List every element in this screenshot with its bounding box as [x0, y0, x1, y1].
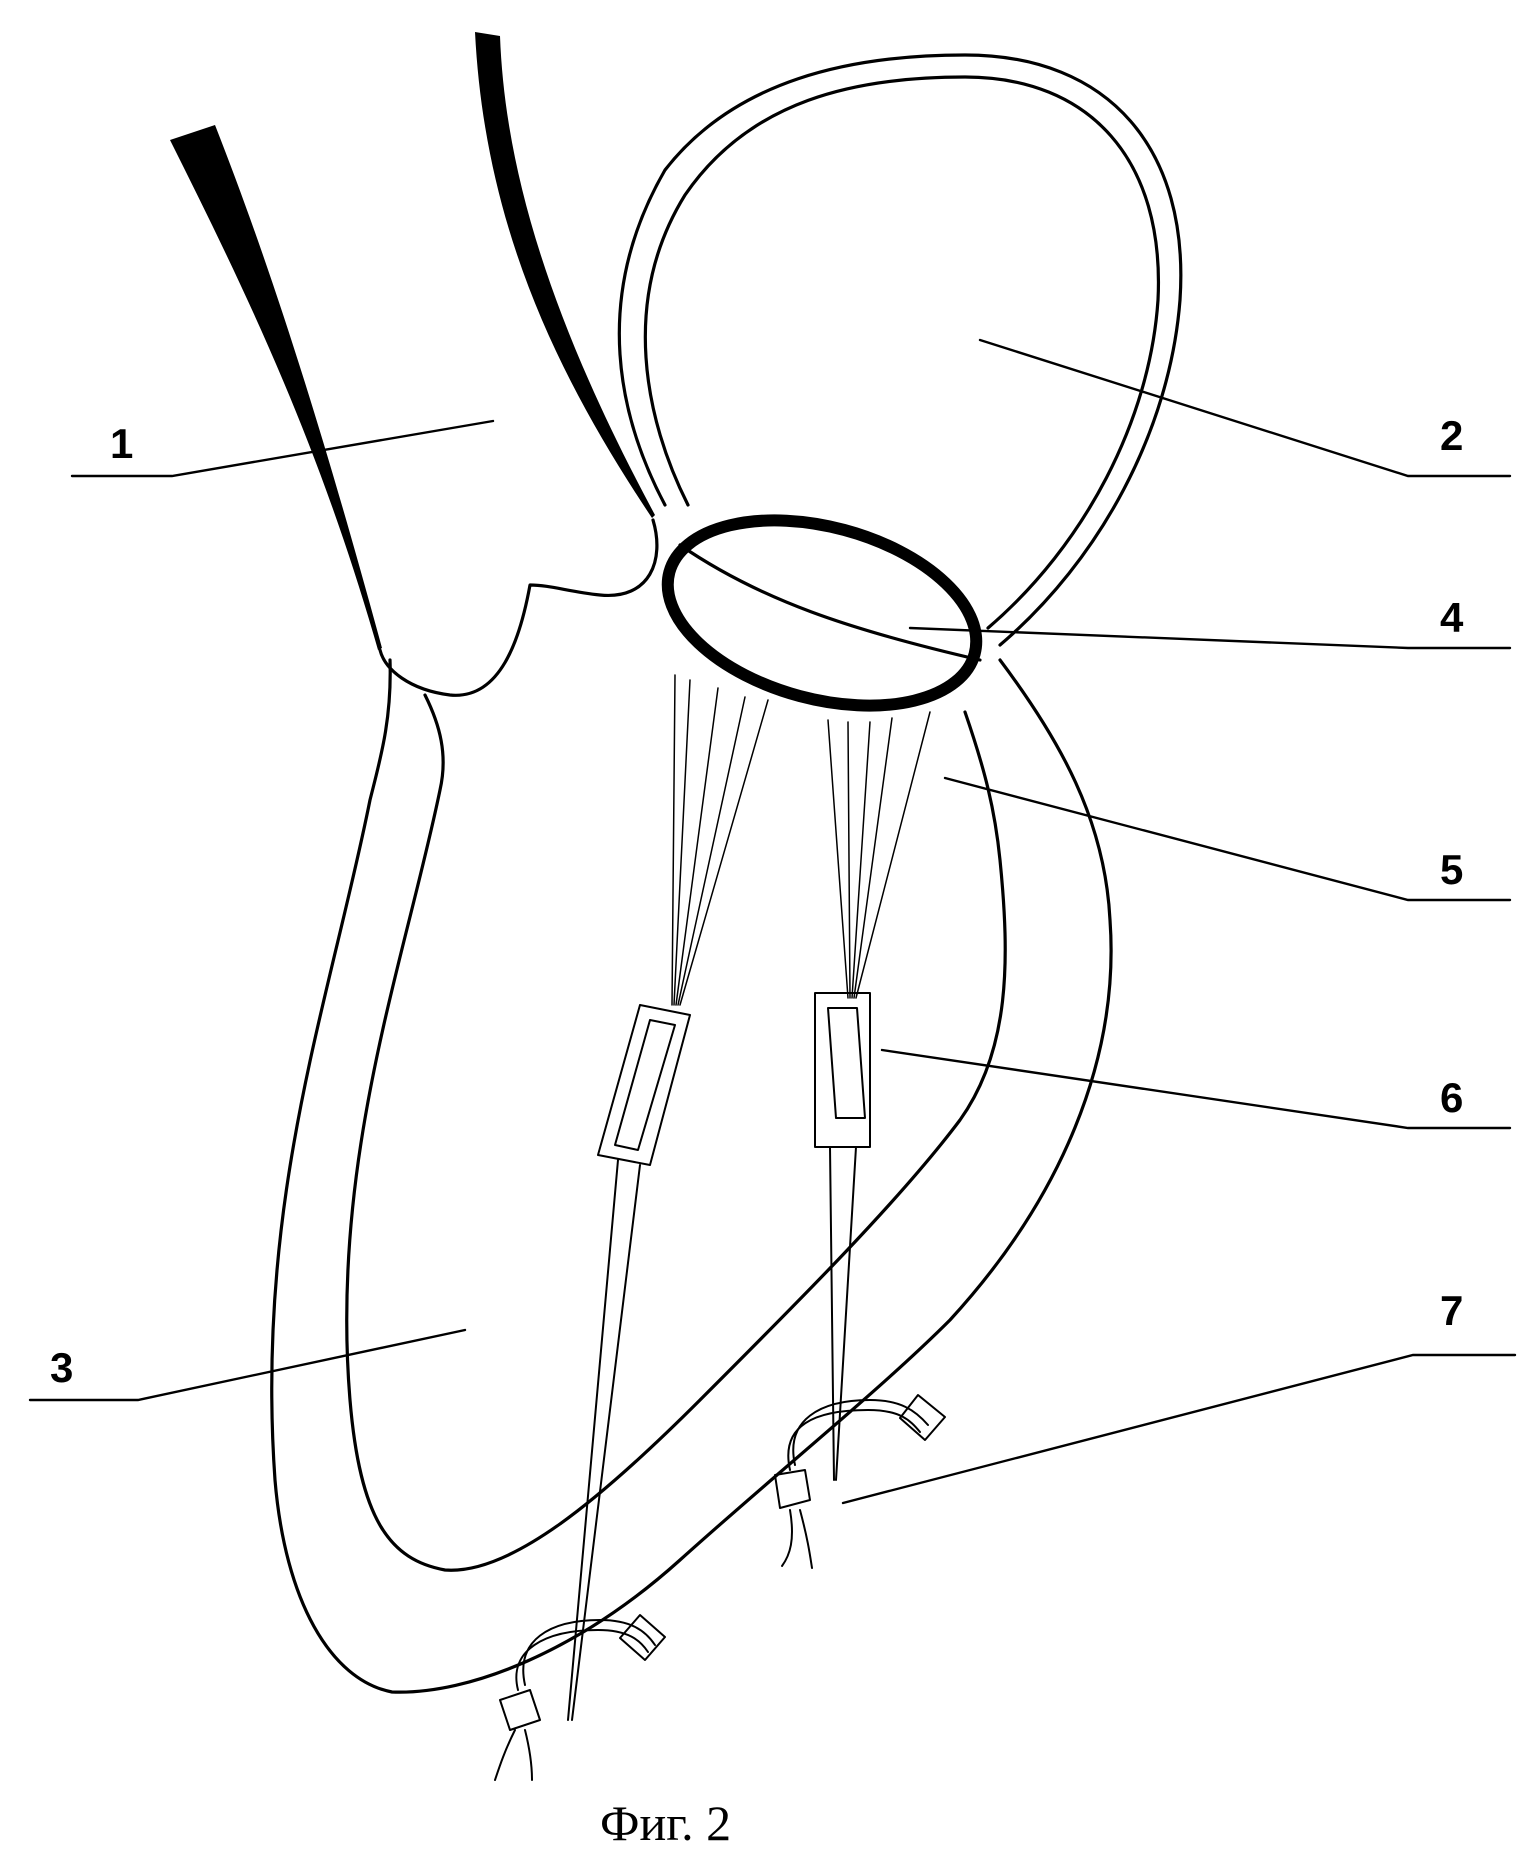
label-5: 5 — [1440, 846, 1463, 893]
right-tapered-strip — [475, 32, 655, 518]
leader-3 — [30, 1330, 465, 1400]
leader-2 — [980, 340, 1510, 476]
thread-fan-right — [828, 712, 930, 998]
leader-1 — [72, 421, 493, 476]
leader-5 — [945, 778, 1510, 900]
left-tapered-strip — [170, 125, 382, 650]
knot-lower — [495, 1615, 665, 1780]
label-2: 2 — [1440, 412, 1463, 459]
connector-left — [568, 1005, 690, 1720]
leader-7 — [843, 1355, 1515, 1503]
label-7: 7 — [1440, 1287, 1463, 1334]
ring — [647, 489, 997, 737]
pouch-body — [272, 545, 1111, 1692]
thread-fan-left — [672, 675, 768, 1005]
label-3: 3 — [50, 1344, 73, 1391]
leader-6 — [882, 1050, 1510, 1128]
knot-upper — [775, 1395, 945, 1568]
figure-caption: Фиг. 2 — [600, 1795, 731, 1851]
part-1-scalloped-edge — [380, 520, 657, 695]
label-4: 4 — [1440, 594, 1464, 641]
label-6: 6 — [1440, 1074, 1463, 1121]
label-1: 1 — [110, 420, 133, 467]
